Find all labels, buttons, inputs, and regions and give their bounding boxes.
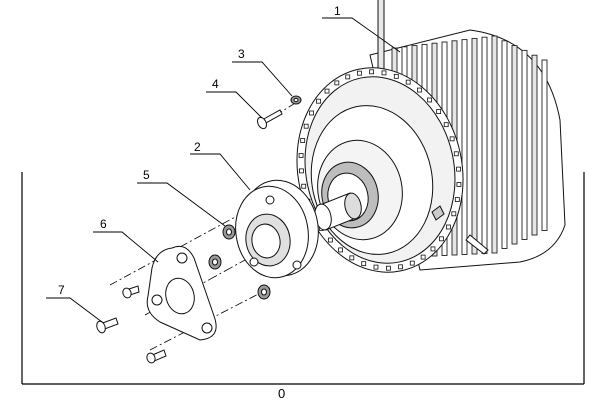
assembly-bracket [21,172,585,385]
housing-rib [531,54,538,236]
leader-5 [137,182,226,227]
housing-rib [501,40,508,249]
flange-tooth [357,70,362,76]
flange-tooth [381,70,387,76]
flange-tooth [456,182,462,187]
flange-tooth [324,88,330,94]
leader-1 [322,17,401,53]
flange-tooth [338,247,344,253]
flange-tooth [453,151,459,157]
flange-tooth [416,87,422,93]
assembly-number-label: 0 [278,386,285,401]
flange-tooth [430,246,436,252]
part-3-nut [290,95,302,105]
part-7-screws [96,285,167,364]
flange-tooth [420,254,426,260]
flange-tooth [303,123,309,129]
callout-labels: 1 2 3 4 5 6 7 0 [58,4,341,401]
flange-tooth [451,211,457,217]
part-2-hub [235,179,319,279]
flange-tooth [385,265,391,271]
flange-tooth [327,237,333,243]
flange-tooth [439,236,444,242]
flange-tooth [443,122,449,128]
housing-rib [491,35,498,254]
part-4-bolt [256,109,283,130]
leader-6 [93,231,159,263]
flange-tooth [456,166,461,172]
flange-tooth [373,264,379,270]
callout-6: 6 [100,217,107,231]
flange-tooth [398,264,403,270]
leader-4 [206,91,263,119]
flange-tooth [300,138,306,143]
flange-tooth [334,80,340,86]
leader-7 [46,297,103,323]
flange-tooth [446,224,451,230]
flange-tooth [361,261,367,267]
flange-tooth [369,69,375,75]
housing-rib [541,59,548,231]
flange-tooth [349,255,355,261]
part-6-flange-plate [146,245,217,341]
housing-rib [521,49,528,240]
callout-3: 3 [238,47,245,61]
flange-tooth [427,97,433,103]
flange-tooth [449,136,455,142]
flange-tooth [454,197,460,202]
part-5-washers [208,224,271,300]
callout-1: 1 [334,4,341,18]
flange-tooth [309,110,314,116]
flange-tooth [436,109,442,114]
leader-lines [46,17,401,323]
callout-2: 2 [194,140,201,154]
leader-2 [190,153,251,191]
callout-7: 7 [58,283,65,297]
housing-rib [481,36,488,254]
leader-3 [232,61,293,97]
flange-tooth [393,73,399,79]
flange-tooth [301,183,307,189]
flange-tooth [345,74,351,80]
housing-rib [471,37,478,255]
callout-4: 4 [212,77,219,91]
callout-5: 5 [143,168,150,182]
housing-rib [511,45,518,245]
flange-tooth [298,153,304,158]
part-1-housing [296,0,566,273]
housing-rib [461,39,468,255]
flange-tooth [405,79,411,85]
flange-tooth [409,260,415,266]
flange-tooth [316,98,321,104]
flange-tooth [299,168,304,174]
